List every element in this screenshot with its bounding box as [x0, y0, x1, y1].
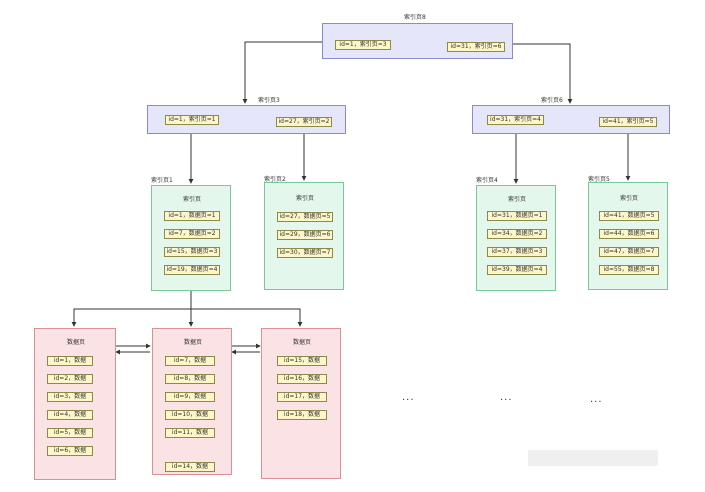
root-cell: id=31，索引页=6	[447, 42, 505, 52]
index-page-2: 索引页 id=27，数据页=5 id=29，数据页=6 id=30，数据页=7	[264, 182, 344, 290]
index-page-3: id=1，索引页=1 id=27，索引页=2	[147, 105, 346, 134]
index-label: 索引页1	[151, 177, 173, 184]
data-cell: id=4，数据	[47, 410, 93, 420]
index-cell: id=1，数据页=1	[164, 211, 220, 221]
data-cell: id=9，数据	[165, 392, 215, 402]
page-heading: 数据页	[66, 339, 85, 346]
data-cell: id=11，数据	[165, 428, 215, 438]
data-cell: id=15，数据	[277, 356, 327, 366]
index-page-1: 索引页 id=1，数据页=1 id=7，数据页=2 id=15，数据页=3 id…	[151, 185, 231, 291]
data-cell: id=16，数据	[277, 374, 327, 384]
index-cell: id=41，数据页=5	[599, 211, 659, 221]
index-cell: id=19，数据页=4	[164, 265, 220, 275]
page-heading: 数据页	[183, 339, 202, 346]
index-cell: id=31，数据页=1	[487, 211, 547, 221]
index-cell: id=7，数据页=2	[164, 229, 220, 239]
data-cell: id=7，数据	[165, 356, 215, 366]
page-heading: 索引页	[182, 196, 201, 203]
l2-cell: id=41，索引页=5	[599, 117, 657, 127]
data-page-2: 数据页 id=7，数据 id=8，数据 id=9，数据 id=10，数据 id=…	[152, 328, 232, 475]
data-cell: id=2，数据	[47, 374, 93, 384]
index-label: 索引页4	[476, 177, 498, 184]
root-label: 索引页8	[404, 14, 426, 21]
data-cell: id=8，数据	[165, 374, 215, 384]
data-cell: id=14，数据	[165, 462, 215, 472]
l2-cell: id=31，索引页=4	[487, 115, 544, 125]
page-heading: 索引页	[507, 196, 526, 203]
data-page-1: 数据页 id=1，数据 id=2，数据 id=3，数据 id=4，数据 id=5…	[34, 328, 116, 480]
index-cell: id=44，数据页=6	[599, 229, 659, 239]
index-cell: id=55，数据页=8	[599, 265, 659, 275]
data-cell: id=5，数据	[47, 428, 93, 438]
index-cell: id=39，数据页=4	[487, 265, 547, 275]
data-cell: id=3，数据	[47, 392, 93, 402]
index-label: 索引页2	[264, 176, 286, 183]
edge-idx1-data3	[191, 308, 303, 327]
index-label: 索引页5	[588, 176, 610, 183]
index-page-6: id=31，索引页=4 id=41，索引页=5	[472, 105, 670, 134]
data-cell: id=10，数据	[165, 410, 215, 420]
index-cell: id=27，数据页=5	[277, 212, 333, 222]
l2-cell: id=1，索引页=1	[165, 115, 219, 125]
index-cell: id=29，数据页=6	[277, 230, 333, 240]
index-cell: id=37，数据页=3	[487, 247, 547, 257]
root-cell: id=1，索引页=3	[335, 40, 391, 50]
data-cell: id=17，数据	[277, 392, 327, 402]
ellipsis: ...	[500, 392, 513, 403]
page-heading: 索引页	[619, 195, 638, 202]
l2-cell: id=27，索引页=2	[276, 117, 332, 127]
page-heading: 数据页	[292, 339, 311, 346]
index-cell: id=30，数据页=7	[277, 248, 333, 258]
index-cell: id=47，数据页=7	[599, 247, 659, 257]
data-cell: id=18，数据	[277, 410, 327, 420]
l2-label: 索引页3	[258, 97, 280, 104]
root-index-page: id=1，索引页=3 id=31，索引页=6	[322, 23, 513, 59]
index-cell: id=15，数据页=3	[164, 247, 220, 257]
index-page-5: 索引页 id=41，数据页=5 id=44，数据页=6 id=47，数据页=7 …	[588, 182, 668, 290]
watermark	[528, 450, 658, 466]
edge-root-l2a	[242, 41, 356, 104]
index-page-4: 索引页 id=31，数据页=1 id=34，数据页=2 id=37，数据页=3 …	[476, 185, 556, 291]
page-heading: 索引页	[295, 195, 314, 202]
data-cell: id=6，数据	[47, 446, 93, 456]
ellipsis: ...	[402, 392, 415, 403]
data-cell: id=1，数据	[47, 356, 93, 366]
data-page-3: 数据页 id=15，数据 id=16，数据 id=17，数据 id=18，数据	[261, 328, 341, 479]
edge-idx1-data1	[71, 308, 191, 327]
l2-label: 索引页6	[541, 97, 563, 104]
ellipsis: ...	[590, 394, 603, 405]
index-cell: id=34，数据页=2	[487, 229, 547, 239]
